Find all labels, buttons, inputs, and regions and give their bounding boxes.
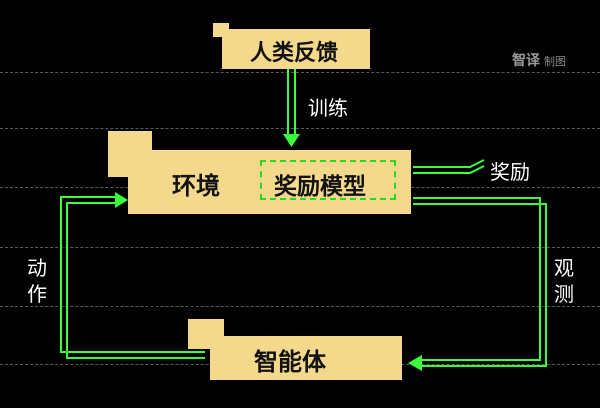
reward-arrow [413, 159, 485, 174]
environment-label: 环境 [172, 172, 220, 200]
environment-box: 环境 奖励模型 [128, 150, 411, 214]
reward-model-box: 奖励模型 [260, 160, 396, 200]
gridline [0, 72, 600, 73]
reward-model-label: 奖励模型 [274, 174, 366, 200]
human-feedback-box: 人类反馈 [222, 29, 370, 69]
action-arrow [60, 192, 205, 359]
gridline [0, 128, 600, 129]
observe-arrow [408, 197, 547, 371]
reward-label: 奖励 [490, 160, 530, 184]
box-tab [130, 138, 152, 152]
gridline [0, 306, 600, 307]
observe-label: 观测 [554, 256, 574, 306]
human-feedback-label: 人类反馈 [250, 41, 339, 66]
watermark: 智译制图 [512, 50, 566, 70]
action-label: 动作 [27, 256, 47, 306]
watermark-brand: 智译 [512, 53, 540, 69]
agent-label: 智能体 [254, 348, 326, 376]
train-arrow [283, 68, 300, 147]
agent-box: 智能体 [210, 336, 402, 380]
watermark-suffix: 制图 [544, 55, 566, 68]
train-label: 训练 [308, 96, 348, 120]
gridline [0, 247, 600, 248]
